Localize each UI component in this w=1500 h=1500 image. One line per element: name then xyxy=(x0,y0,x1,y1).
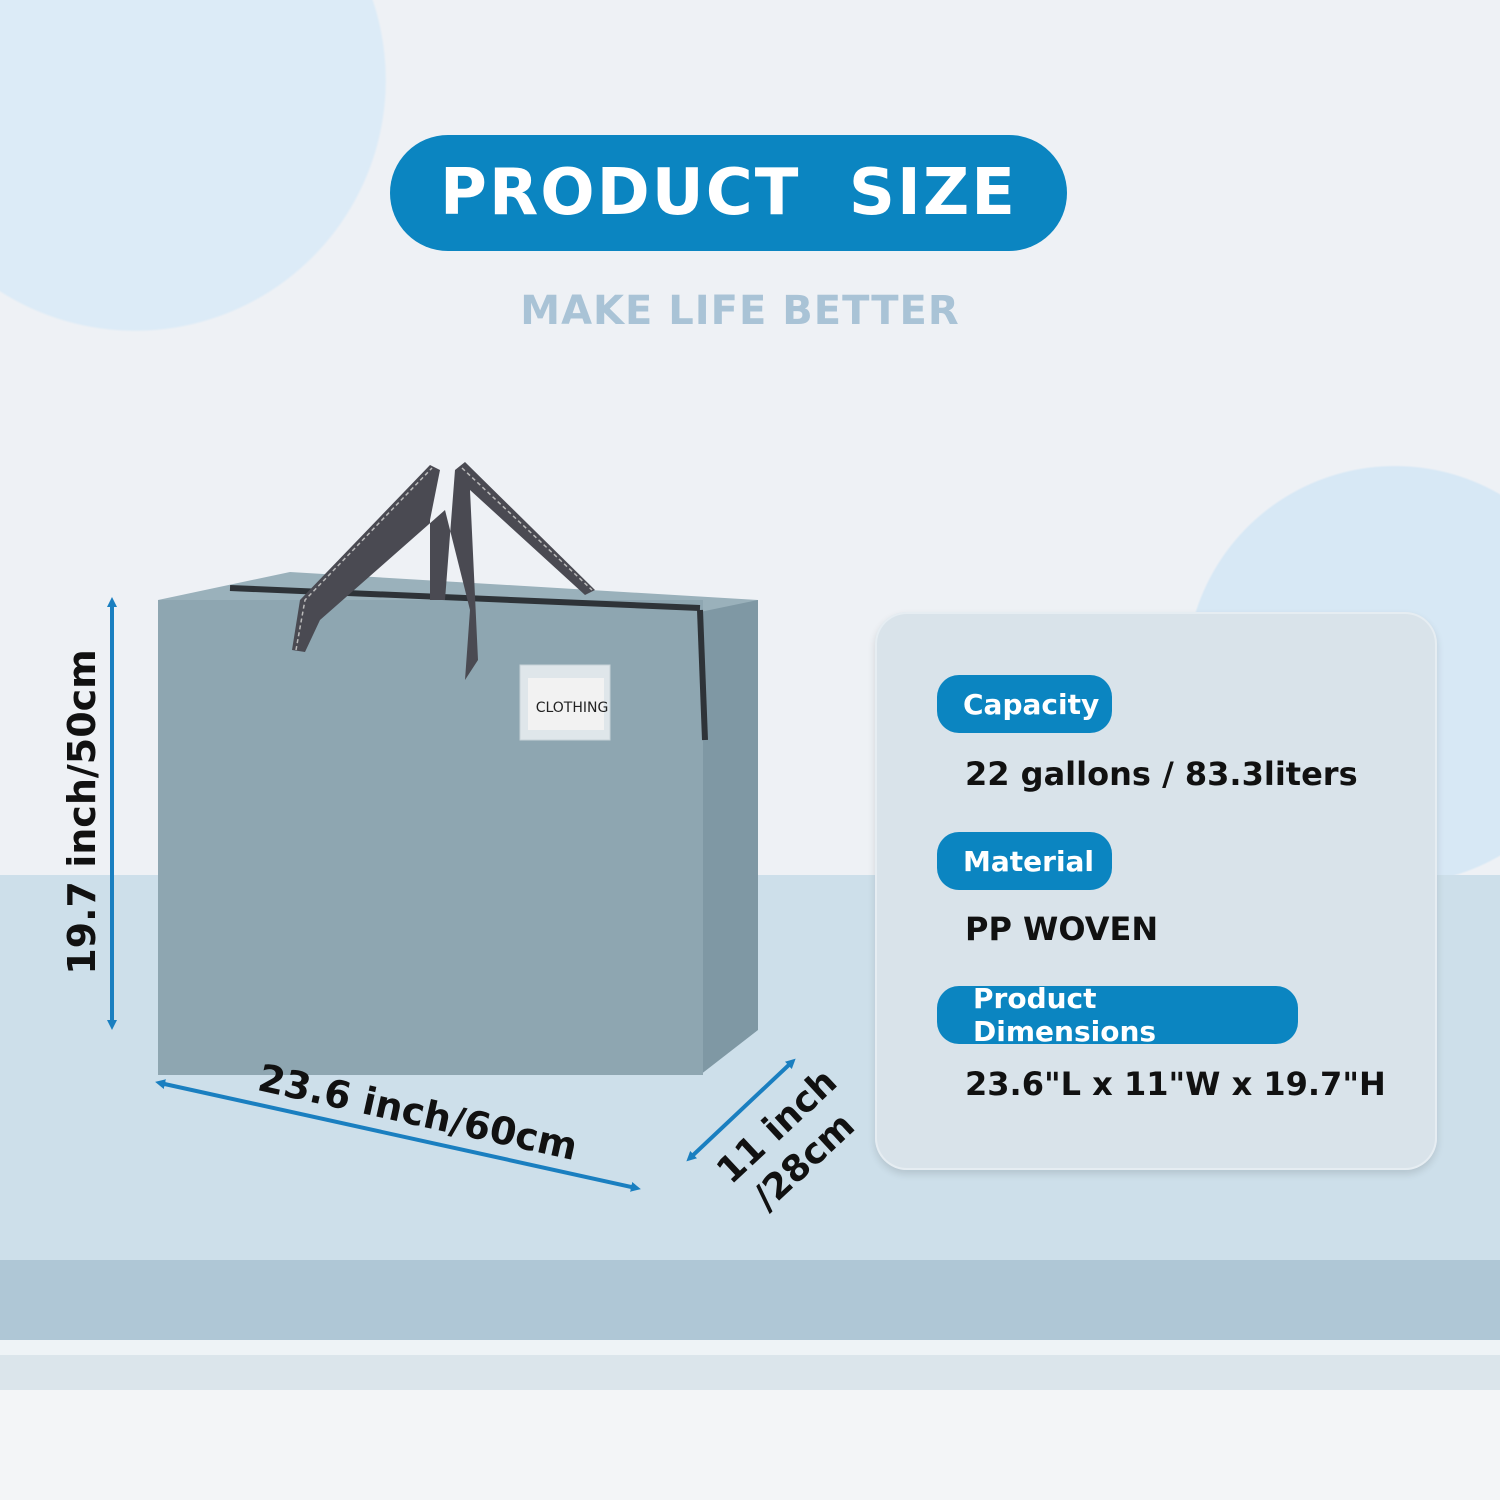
floor-band xyxy=(0,1340,1500,1355)
material-value: PP WOVEN xyxy=(965,910,1159,948)
height-label: 19.7 inch/50cm xyxy=(60,649,104,975)
dimensions-badge: Product Dimensions xyxy=(937,982,1298,1048)
bag-label-tag: CLOTHING xyxy=(536,700,609,716)
length-arrow xyxy=(155,1079,641,1192)
floor-band xyxy=(0,1355,1500,1390)
storage-bag: CLOTHING xyxy=(158,462,758,1075)
capacity-badge: Capacity xyxy=(937,675,1112,733)
spec-card: Capacity 22 gallons / 83.3liters Materia… xyxy=(875,612,1437,1170)
material-badge: Material xyxy=(937,832,1112,890)
subtitle: MAKE LIFE BETTER xyxy=(520,288,960,334)
product-illustration: CLOTHING 19.7 inch/50cm 23.6 inch/60cm 1… xyxy=(60,462,863,1218)
page-title: PRODUCT SIZE xyxy=(440,156,1017,230)
width-arrow xyxy=(686,1058,796,1162)
floor-band xyxy=(0,1260,1500,1340)
capacity-value: 22 gallons / 83.3liters xyxy=(965,755,1358,793)
floor-band xyxy=(0,1390,1500,1500)
title-banner: PRODUCT SIZE xyxy=(390,135,1067,251)
dimensions-value: 23.6"L x 11"W x 19.7"H xyxy=(965,1065,1386,1103)
